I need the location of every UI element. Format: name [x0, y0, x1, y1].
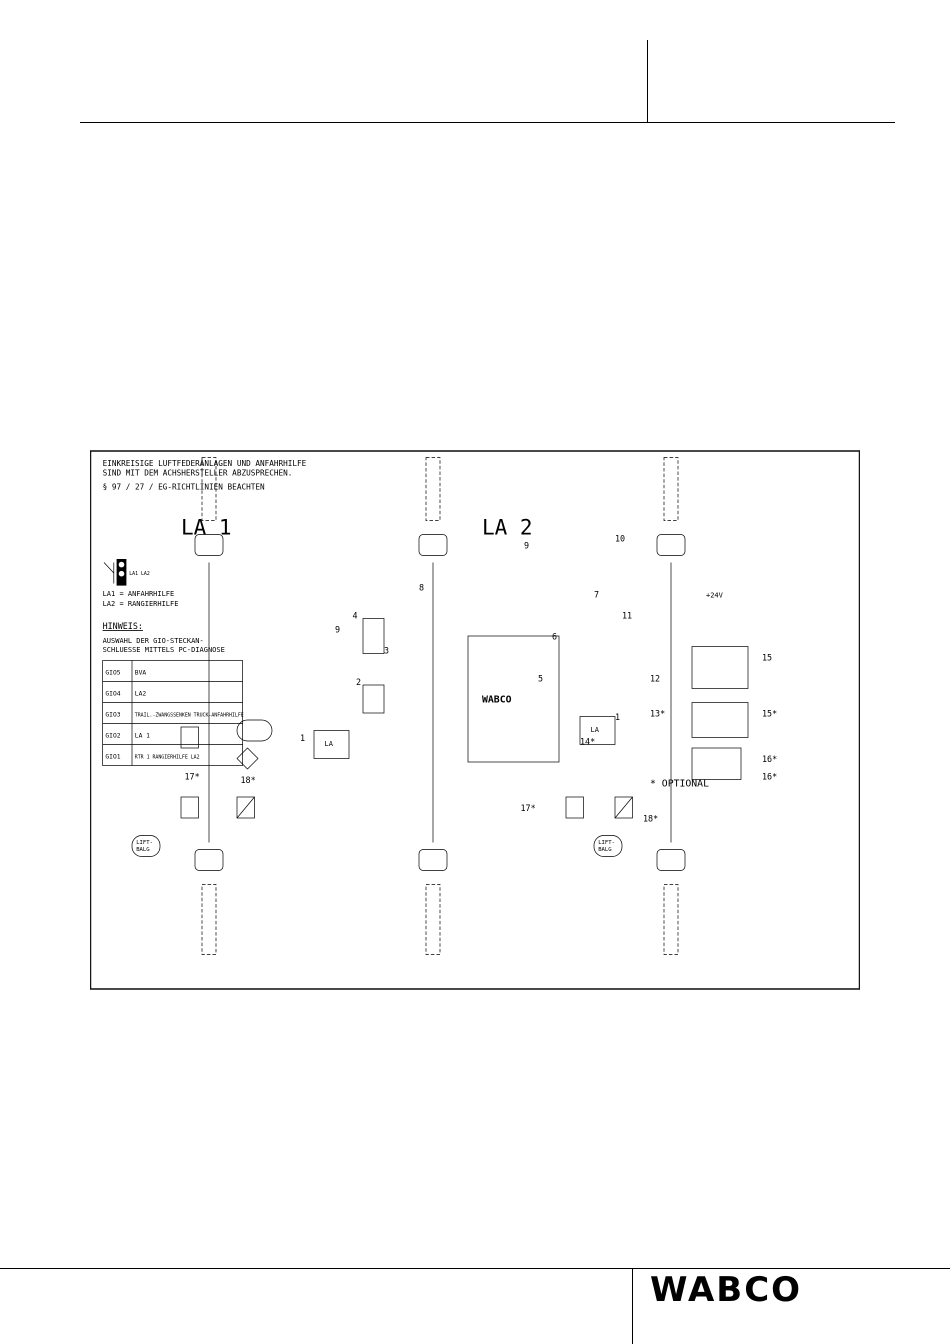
callout-17-left: 17* [185, 772, 200, 782]
ebs-modulator: WABCO [467, 635, 560, 763]
callout-15: 15 [762, 653, 772, 663]
note-line-1: EINKREISIGE LUFTFEDERANLAGEN UND ANFAHRH… [103, 459, 307, 468]
hinweis-line-2: SCHLUESSE MITTELS PC-DIAGNOSE [103, 646, 225, 654]
rotary-slide-valve [362, 618, 385, 654]
svg-text:LA: LA [591, 726, 600, 734]
la-icon-labels: LA1 LA2 [129, 571, 150, 577]
axle-label-la1: LA 1 [181, 516, 232, 540]
note-line-2: SIND MIT DEM ACHSHERSTELLER ABZUSPRECHEN… [103, 469, 293, 478]
callout-9b: 9 [524, 541, 529, 551]
ivtm-unit [691, 747, 742, 780]
la-switch-icon [103, 559, 127, 586]
footer-wabco-logo: WABCO [650, 1270, 803, 1310]
ecu-logo: WABCO [482, 695, 512, 706]
callout-1-right: 1 [615, 712, 620, 722]
svg-text:LIFT-: LIFT- [136, 840, 153, 846]
callout-15-opt: 15* [762, 709, 777, 719]
air-tank [180, 719, 273, 770]
lift-bellow-right: LIFT- BALG [593, 835, 623, 857]
callout-3: 3 [384, 646, 389, 656]
axles [194, 457, 686, 955]
schematic-sheet: EINKREISIGE LUFTFEDERANLAGEN UND ANFAHRH… [89, 170, 861, 1270]
callout-4: 4 [353, 611, 358, 621]
gio-func-1: LA2 [135, 691, 147, 698]
callout-12: 12 [650, 674, 660, 684]
gio-func-0: BVA [135, 670, 147, 677]
callout-2: 2 [356, 677, 361, 687]
lift-bellow-left: LIFT- BALG [131, 835, 161, 857]
air-suspension-valve [362, 684, 385, 714]
gio-func-3: LA 1 [135, 733, 150, 740]
gio-port-3: GIO2 [105, 733, 120, 740]
smart-board-optional [691, 702, 749, 738]
gio-func-4: RTR 1 RANGIERHILFE LA2 [135, 755, 200, 761]
callout-16a: 16* [762, 754, 777, 764]
callout-17-right: 17* [521, 803, 536, 813]
smart-board [691, 646, 749, 689]
callout-6: 6 [552, 632, 557, 642]
svg-text:LIFT-: LIFT- [598, 840, 615, 846]
callout-14: 14* [580, 737, 595, 747]
valves-17-18-right [565, 796, 633, 819]
optional-note: * OPTIONAL [650, 779, 709, 790]
callout-16b: 16* [762, 772, 777, 782]
gio-port-2: GIO3 [105, 712, 120, 719]
hinweis-label: HINWEIS: [103, 621, 143, 631]
callout-1-left: 1 [300, 733, 305, 743]
callout-18-right: 18* [643, 814, 658, 824]
callout-10: 10 [615, 534, 625, 544]
lift-axle-valve-right: LA [579, 716, 616, 745]
axle-label-la2: LA 2 [482, 516, 533, 540]
svg-text:LA: LA [325, 740, 334, 748]
schematic-drawing: EINKREISIGE LUFTFEDERANLAGEN UND ANFAHRH… [89, 450, 861, 990]
callout-13: 13* [650, 709, 665, 719]
callout-7: 7 [594, 590, 599, 600]
svg-text:BALG: BALG [136, 847, 150, 853]
la2-legend: LA2 = RANGIERHILFE [103, 600, 179, 608]
callout-11: 11 [622, 611, 632, 621]
svg-text:BALG: BALG [598, 847, 612, 853]
callout-9a: 9 [335, 625, 340, 635]
la1-legend: LA1 = ANFAHRHILFE [103, 590, 175, 598]
gio-port-1: GIO4 [105, 691, 120, 698]
valves-17-18-left [180, 796, 255, 819]
gio-port-0: GIO5 [105, 670, 120, 677]
lift-axle-valve-left: LA [313, 730, 350, 759]
gio-func-2: TRAIL.-ZWANGSSENKEN TRUCK-ANFAHRHILFE [135, 713, 244, 719]
gio-port-4: GIO1 [105, 754, 120, 761]
supply-label: +24V [706, 592, 724, 600]
hinweis-line-1: AUSWAHL DER GIO-STECKAN- [103, 637, 204, 645]
gio-table: GIO5 BVA GIO4 LA2 GIO3 TRAIL.-ZWANGSSENK… [102, 660, 244, 766]
callout-8: 8 [419, 583, 424, 593]
callout-18-left: 18* [241, 775, 256, 785]
note-line-3: § 97 / 27 / EG-RICHTLINIEN BEACHTEN [103, 483, 265, 492]
callout-5: 5 [538, 674, 543, 684]
